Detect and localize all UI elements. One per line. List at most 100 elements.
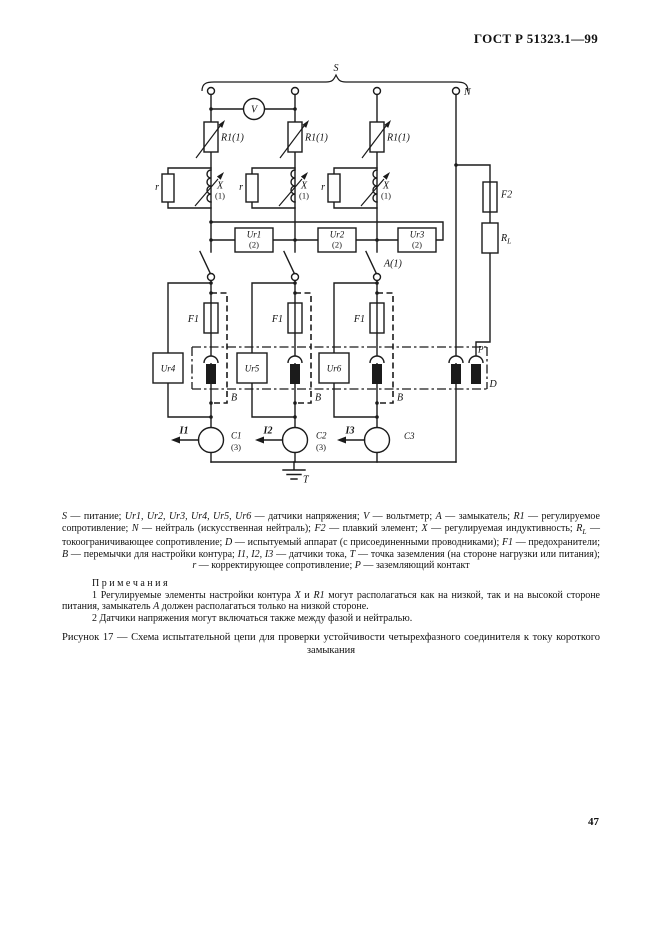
ground-t-label: T	[303, 475, 310, 486]
voltmeter: V	[209, 97, 297, 121]
switch-a-label: A(1)	[383, 259, 402, 270]
doc-header: ГОСТ Р 51323.1—99	[473, 31, 598, 46]
rl-subscript: L	[506, 237, 511, 246]
ur6-label: Ur6	[327, 364, 342, 374]
x-tap-label: (1)	[299, 191, 309, 201]
x-label: X	[382, 181, 390, 192]
variable-inductor-x	[372, 169, 378, 203]
tuning-section-phase2: r X (1)	[239, 167, 309, 209]
sensor-branch-ur6: Ur6	[318, 282, 378, 418]
variable-resistor-r1-phase3: R1(1)	[361, 120, 410, 159]
ground-symbol: T	[282, 461, 310, 486]
current-sensor-i2: I2 C2 (3)	[255, 426, 327, 454]
f1-label: F1	[271, 314, 283, 325]
apparatus-label: D	[489, 379, 498, 390]
supply-terminals: N	[206, 86, 472, 98]
voltage-sensor-ur4	[152, 352, 184, 384]
jumper-b-phase2: B	[295, 292, 321, 404]
voltage-sensors-row: Ur1 (2) Ur2 (2) Ur3 (2)	[209, 220, 444, 253]
voltage-sensor-ur1	[234, 227, 274, 253]
x-label: X	[300, 181, 308, 192]
i2-label: I2	[263, 426, 273, 437]
r-label: r	[155, 182, 159, 193]
rl-label: R	[500, 233, 507, 244]
circuit-diagram: S N V R1(1)	[152, 63, 512, 486]
supply-label: S	[334, 63, 339, 74]
contact-pin	[206, 364, 216, 384]
voltage-sensor-ur6	[318, 352, 350, 384]
notes-block: П р и м е ч а н и я 1 Регулируемые элеме…	[62, 578, 600, 624]
c1-note: (3)	[231, 442, 241, 452]
voltage-sensor-ur3	[397, 227, 437, 253]
jumper-b-phase1: B	[211, 292, 237, 404]
c2-note: (3)	[316, 442, 326, 452]
voltage-sensor-ur2	[317, 227, 357, 253]
variable-inductor-x	[206, 169, 212, 203]
r-label: r	[321, 182, 325, 193]
variable-resistor-r1-phase2: R1(1)	[279, 120, 328, 159]
corrective-resistor-r	[245, 173, 259, 203]
note-1: 1 Регулируемые элементы настройки контур…	[62, 589, 600, 613]
switch-phase3: A(1)	[365, 250, 402, 282]
neutral-load-branch: F2 RL	[454, 163, 512, 357]
c2-label: C2	[316, 431, 327, 441]
contact-socket	[287, 355, 303, 364]
b-label: B	[397, 393, 403, 404]
contact-socket	[203, 355, 219, 364]
r1-label: R1(1)	[220, 133, 244, 144]
tuning-section-phase3: r X (1)	[321, 167, 391, 209]
current-arrow	[171, 436, 180, 444]
supply-brace: S	[201, 63, 469, 92]
f2-label: F2	[500, 190, 512, 201]
variable-resistor-r1-phase1: R1(1)	[195, 120, 244, 159]
apparatus-boundary: P D	[191, 345, 498, 390]
current-arrow	[337, 436, 346, 444]
svg-text:RL: RL	[500, 233, 511, 246]
current-arrow	[255, 436, 264, 444]
contact-pin	[451, 364, 461, 384]
terminal-n	[451, 86, 461, 96]
notes-heading: П р и м е ч а н и я	[92, 578, 168, 589]
r1-label: R1(1)	[304, 133, 328, 144]
legend-text: S — питание; Ur1, Ur2, Ur3, Ur4, Ur5, Ur…	[62, 511, 601, 572]
f1-label: F1	[187, 314, 199, 325]
c3-label: C3	[404, 431, 415, 441]
junction-dots	[209, 281, 379, 419]
contact-pin	[372, 364, 382, 384]
terminal-l1	[206, 86, 216, 96]
ur2-label: Ur2	[330, 230, 345, 240]
contact-pin	[471, 364, 481, 384]
sensor-branch-ur4: Ur4	[152, 282, 212, 418]
f1-label: F1	[353, 314, 365, 325]
terminal-l2	[290, 86, 300, 96]
fuse-f2	[482, 181, 498, 213]
ur2-note: (2)	[332, 240, 342, 250]
fuse-f1-phase3: F1	[353, 302, 385, 334]
x-tap-label: (1)	[381, 191, 391, 201]
fuse-f1-phase2: F1	[271, 302, 303, 334]
ground-contact-label: P	[477, 345, 484, 355]
contact-socket	[448, 355, 464, 364]
b-label: B	[315, 393, 321, 404]
ur4-label: Ur4	[161, 364, 176, 374]
terminal-l3	[372, 86, 382, 96]
sensor-branch-ur5: Ur5	[236, 282, 296, 418]
ur3-label: Ur3	[410, 230, 425, 240]
current-sensor-i3: I3 C3	[337, 426, 415, 454]
ur5-label: Ur5	[245, 364, 260, 374]
fuse-f1-phase1: F1	[187, 302, 219, 334]
resistor-rl	[481, 222, 499, 254]
x-label: X	[216, 181, 224, 192]
voltmeter-label: V	[251, 105, 259, 116]
corrective-resistor-r	[161, 173, 175, 203]
contact-socket	[369, 355, 385, 364]
i1-label: I1	[179, 426, 189, 437]
switch-phase2	[283, 250, 300, 282]
ur3-note: (2)	[412, 240, 422, 250]
ur1-note: (2)	[249, 240, 259, 250]
connector-contacts	[203, 355, 484, 384]
r1-label: R1(1)	[386, 133, 410, 144]
contact-socket	[468, 355, 484, 364]
note-2: 2 Датчики напряжения могут включаться та…	[92, 612, 413, 624]
